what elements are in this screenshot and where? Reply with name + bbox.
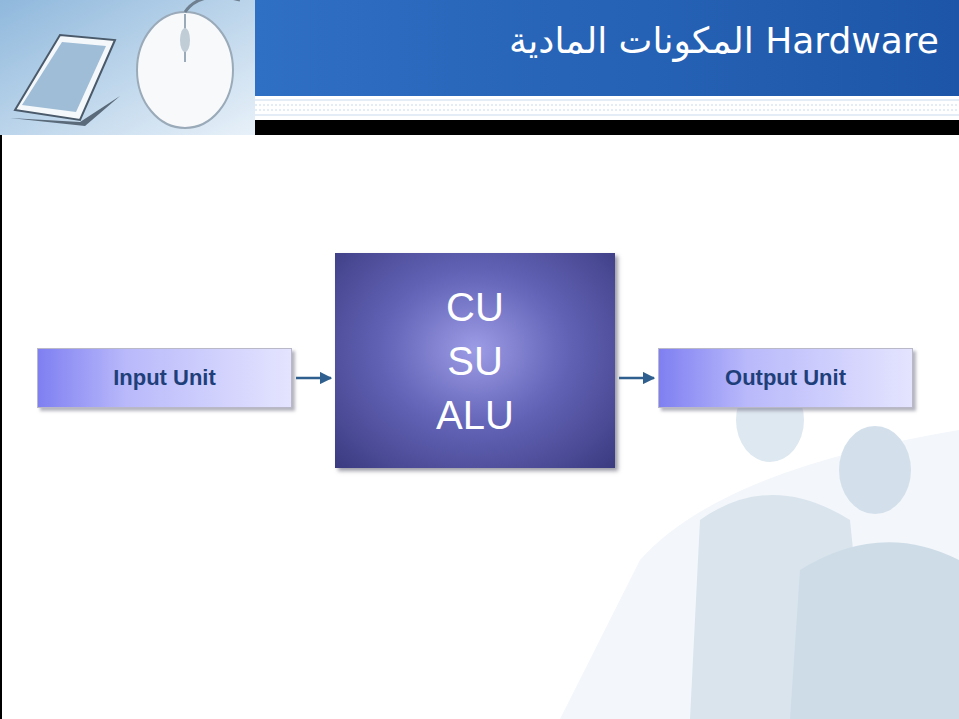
watermark-figures	[560, 378, 959, 719]
title-text: المكونات المادية Hardware	[509, 20, 939, 61]
slide-frame	[0, 135, 2, 719]
flow-arrow	[296, 377, 331, 380]
flow-arrow	[619, 377, 654, 380]
title-bar	[255, 0, 959, 96]
output-box: Output Unit	[658, 348, 913, 408]
slide-title: المكونات المادية Hardware	[509, 20, 939, 61]
box-label: CU SU ALU	[436, 280, 514, 442]
title-rule-lines	[255, 100, 959, 115]
computer-photo	[0, 0, 255, 135]
box-label: Input Unit	[113, 365, 216, 391]
black-rule	[255, 120, 959, 135]
box-label: Output Unit	[725, 365, 846, 391]
input-box: Input Unit	[37, 348, 292, 408]
cpu-box: CU SU ALU	[335, 253, 615, 468]
